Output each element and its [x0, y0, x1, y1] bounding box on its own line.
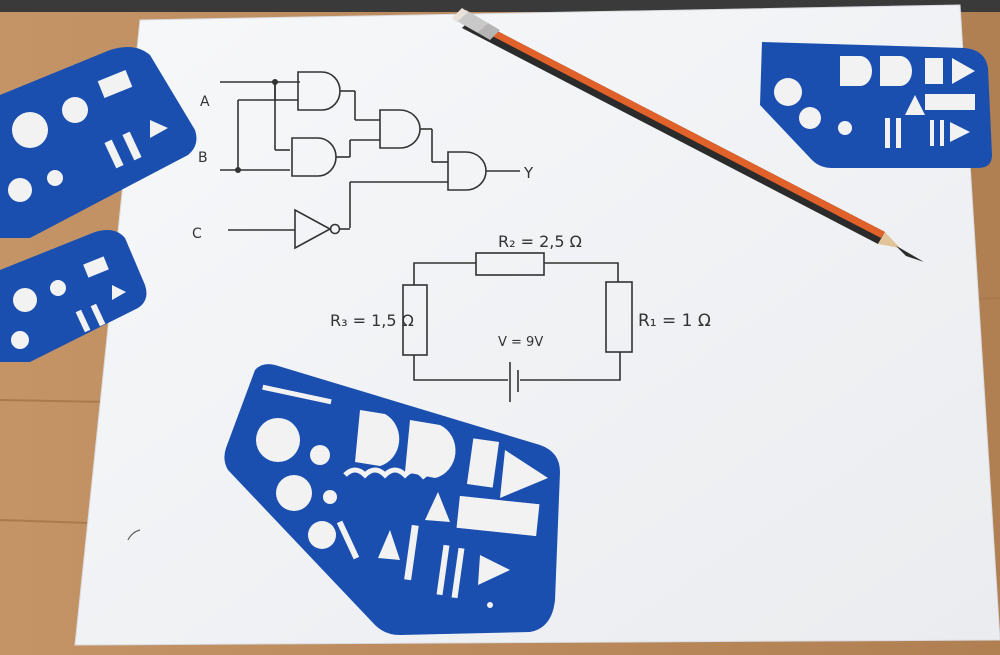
stencil-top-right: [760, 42, 992, 168]
label-output-y: Y: [523, 164, 534, 182]
junction-dot-a: [272, 79, 278, 85]
label-r3: R₃ = 1,5 Ω: [330, 311, 414, 330]
logic-gate-drawing: [220, 71, 520, 250]
stencil-top-left: [0, 46, 197, 239]
label-r2: R₂ = 2,5 Ω: [498, 232, 582, 251]
junction-dot-b: [235, 167, 241, 173]
label-input-a: A: [200, 94, 210, 110]
label-r1: R₁ = 1 Ω: [638, 311, 711, 331]
pencil: [452, 8, 924, 262]
stencil-large-bottom: [224, 364, 560, 635]
stencil-mid-left: [0, 230, 147, 362]
label-input-b: B: [198, 150, 208, 166]
pencil-mark: [127, 529, 141, 541]
label-input-c: C: [192, 226, 202, 242]
label-voltage: V = 9V: [498, 335, 543, 350]
resistor-circuit-drawing: [402, 252, 633, 402]
